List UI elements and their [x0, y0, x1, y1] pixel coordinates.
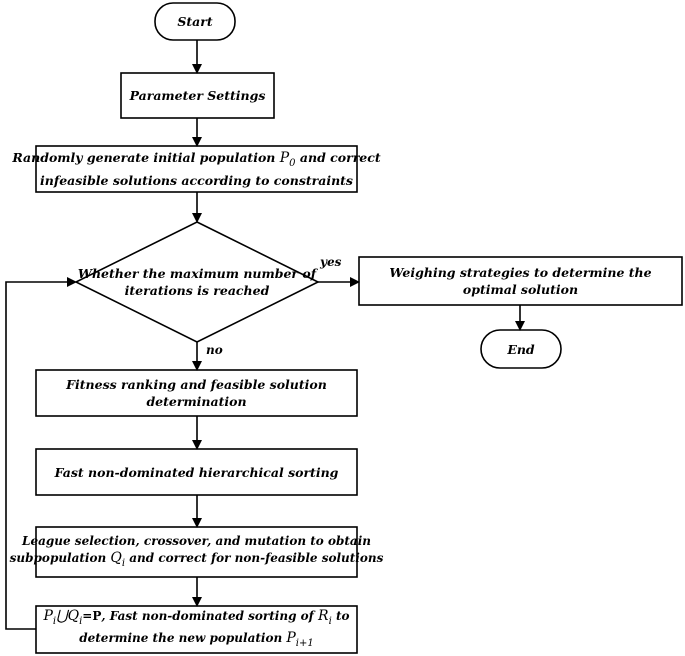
- decision-label: Whether the maximum number of iterations…: [77, 266, 317, 298]
- parameter-settings-label: Parameter Settings: [129, 88, 266, 103]
- parameter-settings-box: [120, 72, 275, 119]
- fitness-ranking-box: [35, 369, 358, 417]
- fast-sorting-label: Fast non-dominated hierarchical sorting: [54, 464, 339, 480]
- league-selection-label: League selection, crossover, and mutatio…: [9, 533, 384, 569]
- start-terminator: [154, 2, 236, 41]
- end-label: End: [507, 341, 535, 357]
- yes-label: yes: [320, 255, 342, 269]
- arrow-loop-back: [5, 277, 77, 630]
- init-population-label: Randomly generate initial population P0 …: [12, 150, 381, 188]
- union-sorting-label: Pi⋃Qi=P, Fast non-dominated sorting of R…: [43, 607, 350, 649]
- weighing-label: Weighing strategies to determine the opt…: [389, 265, 652, 297]
- no-label: no: [206, 343, 223, 357]
- start-label: Start: [177, 14, 213, 29]
- fitness-ranking-label: Fitness ranking and feasible solution de…: [66, 377, 327, 409]
- league-selection-box: [35, 526, 358, 578]
